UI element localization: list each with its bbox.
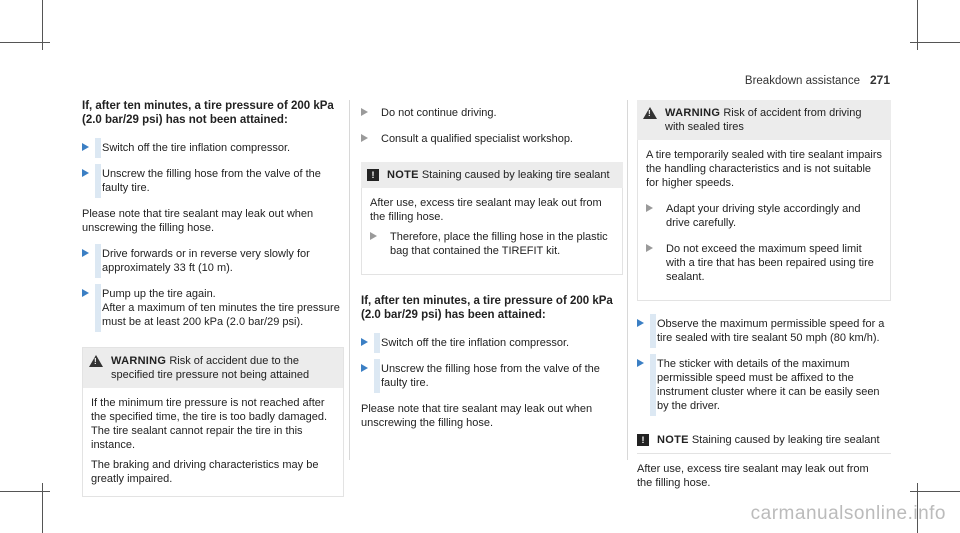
note-box: ! NOTE Staining caused by leaking tire s… bbox=[361, 162, 623, 275]
instruction-step: Adapt your driving style accordingly and… bbox=[646, 202, 882, 230]
crop-mark bbox=[0, 42, 50, 43]
warning-box: ! WARNING Risk of accident from driving … bbox=[637, 100, 891, 301]
body-text: Please note that tire sealant may leak o… bbox=[361, 403, 593, 429]
warning-body: A tire temporarily sealed with tire seal… bbox=[646, 149, 882, 189]
watermark: carmanualsonline.info bbox=[750, 503, 946, 524]
instruction-step: Consult a qualified specialist workshop. bbox=[361, 132, 623, 146]
arrow-icon bbox=[82, 249, 89, 257]
note-label: NOTE bbox=[657, 434, 689, 446]
section-heading: If, after ten minutes, a tire pressure o… bbox=[361, 295, 613, 321]
crop-mark bbox=[42, 483, 43, 533]
warning-title: Risk of accident due to the specified ti… bbox=[111, 355, 310, 381]
arrow-icon bbox=[646, 204, 653, 212]
page-number: 271 bbox=[869, 73, 890, 87]
arrow-icon bbox=[82, 143, 89, 151]
column-middle: Do not continue driving. Consult a quali… bbox=[361, 106, 623, 442]
arrow-icon bbox=[82, 169, 89, 177]
note-title: Staining caused by leaking tire sealant bbox=[691, 434, 880, 446]
warning-body: If the minimum tire pressure is not reac… bbox=[91, 397, 328, 451]
page-header: Breakdown assistance 271 bbox=[745, 73, 890, 87]
crop-mark bbox=[0, 491, 50, 492]
crop-mark bbox=[917, 0, 918, 50]
warning-label: WARNING bbox=[665, 107, 721, 119]
warning-box: ! WARNING Risk of accident due to the sp… bbox=[82, 347, 344, 497]
arrow-icon bbox=[82, 289, 89, 297]
warning-header: ! WARNING Risk of accident due to the sp… bbox=[83, 348, 343, 388]
instruction-step: Switch off the tire inflation compressor… bbox=[361, 333, 623, 353]
arrow-icon bbox=[646, 244, 653, 252]
instruction-step: Switch off the tire inflation compressor… bbox=[82, 138, 344, 158]
column-right: ! WARNING Risk of accident from driving … bbox=[637, 100, 891, 516]
column-left: If, after ten minutes, a tire pressure o… bbox=[82, 100, 344, 513]
note-icon: ! bbox=[637, 434, 649, 446]
instruction-step: Unscrew the filling hose from the valve … bbox=[82, 164, 344, 198]
column-divider bbox=[349, 100, 350, 460]
note-body: After use, excess tire sealant may leak … bbox=[637, 463, 869, 489]
section-heading: If, after ten minutes, a tire pressure o… bbox=[82, 100, 334, 126]
body-text: Please note that tire sealant may leak o… bbox=[82, 208, 314, 234]
note-label: NOTE bbox=[387, 169, 419, 181]
section-title: Breakdown assistance bbox=[744, 75, 860, 87]
instruction-step: Observe the maximum permissible speed fo… bbox=[637, 314, 891, 348]
note-body: After use, excess tire sealant may leak … bbox=[370, 197, 602, 223]
warning-icon: ! bbox=[643, 107, 657, 119]
note-title: Staining caused by leaking tire sealant bbox=[421, 169, 610, 181]
note-header: ! NOTE Staining caused by leaking tire s… bbox=[361, 162, 623, 188]
arrow-icon bbox=[361, 364, 368, 372]
column-divider bbox=[627, 100, 628, 460]
warning-header: ! WARNING Risk of accident from driving … bbox=[637, 100, 891, 140]
warning-title: Risk of accident from driving with seale… bbox=[665, 107, 862, 133]
note-box: ! NOTE Staining caused by leaking tire s… bbox=[637, 427, 891, 500]
note-header: ! NOTE Staining caused by leaking tire s… bbox=[637, 427, 891, 453]
instruction-step: Unscrew the filling hose from the valve … bbox=[361, 359, 623, 393]
arrow-icon bbox=[361, 338, 368, 346]
arrow-icon bbox=[637, 359, 644, 367]
instruction-step: Do not exceed the maximum speed limit wi… bbox=[646, 242, 882, 284]
instruction-step: Therefore, place the filling hose in the… bbox=[370, 230, 614, 258]
crop-mark bbox=[910, 42, 960, 43]
note-icon: ! bbox=[367, 169, 379, 181]
instruction-step: Drive forwards or in reverse very slowly… bbox=[82, 244, 344, 278]
instruction-step: Pump up the tire again.After a maximum o… bbox=[82, 284, 344, 332]
warning-label: WARNING bbox=[111, 355, 167, 367]
arrow-icon bbox=[361, 108, 368, 116]
warning-body: The braking and driving characteristics … bbox=[91, 459, 319, 485]
arrow-icon bbox=[370, 232, 377, 240]
arrow-icon bbox=[361, 134, 368, 142]
instruction-step: Do not continue driving. bbox=[361, 106, 623, 120]
arrow-icon bbox=[637, 319, 644, 327]
crop-mark bbox=[42, 0, 43, 50]
crop-mark bbox=[917, 483, 918, 533]
warning-icon: ! bbox=[89, 355, 103, 367]
crop-mark bbox=[910, 491, 960, 492]
instruction-step: The sticker with details of the maximum … bbox=[637, 354, 891, 416]
